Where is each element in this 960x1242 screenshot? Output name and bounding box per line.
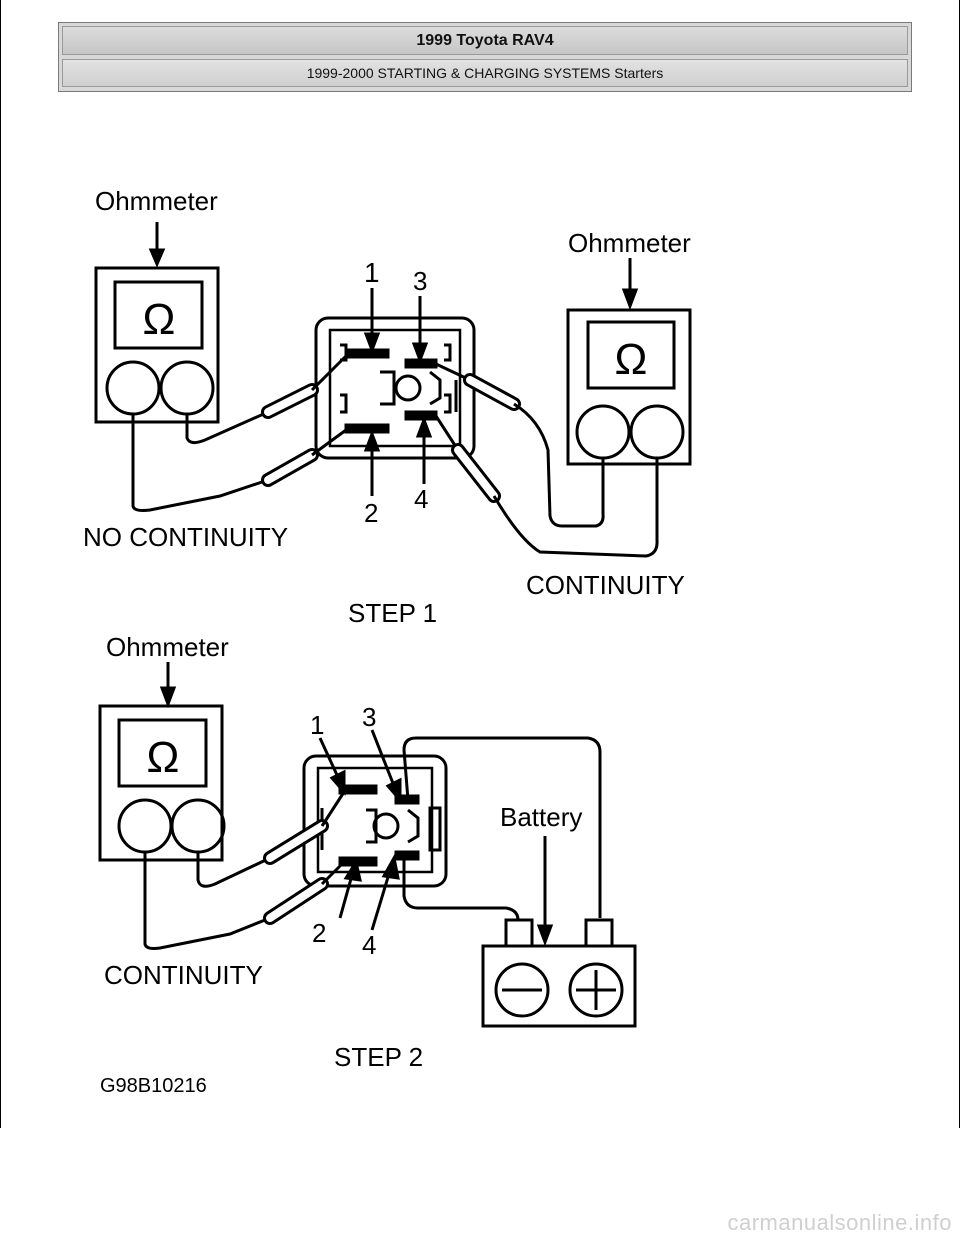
battery <box>481 918 637 1028</box>
step2-continuity-label: CONTINUITY <box>104 960 263 990</box>
relay-test-diagram: Ω Ω Ω Ohmmeter Ohmmeter 1 3 2 4 NO CONTI… <box>83 186 692 1097</box>
step1-right-ohmmeter-label: Ohmmeter <box>568 228 691 258</box>
figure-id: G98B10216 <box>100 1075 207 1097</box>
step2-battery-wiring <box>402 736 602 921</box>
step1-no-continuity-label: NO CONTINUITY <box>83 522 288 552</box>
document-header: 1999 Toyota RAV4 1999-2000 STARTING & CH… <box>58 22 912 92</box>
step1-terminal-1: 1 <box>364 257 380 288</box>
step2-terminal-1: 1 <box>310 710 324 740</box>
step1-left-ohm-symbol: Ω <box>143 295 176 344</box>
step2-terminal-3: 3 <box>362 702 376 732</box>
step1-terminal-2: 2 <box>364 498 378 528</box>
step1-continuity-label: CONTINUITY <box>526 570 685 600</box>
watermark-area: carmanualsonline.info <box>0 1128 960 1242</box>
step1-left-probes <box>131 354 348 512</box>
step1-left-ohmmeter-label: Ohmmeter <box>95 186 218 216</box>
step2-probes <box>143 791 346 950</box>
step2-ohm-symbol: Ω <box>147 733 180 782</box>
watermark-text: carmanualsonline.info <box>727 1210 952 1235</box>
step2-battery-label: Battery <box>500 802 582 832</box>
step1-right-ohmmeter <box>566 308 692 466</box>
document-subtitle: 1999-2000 STARTING & CHARGING SYSTEMS St… <box>62 59 908 87</box>
step1-terminal-3: 3 <box>413 266 427 296</box>
step2-caption: STEP 2 <box>334 1042 423 1072</box>
step2-ohmmeter <box>98 704 226 862</box>
step2-ohmmeter-label: Ohmmeter <box>106 632 229 662</box>
step1-terminal-4: 4 <box>414 484 428 514</box>
step1-right-ohm-symbol: Ω <box>615 335 648 384</box>
step1-caption: STEP 1 <box>348 598 437 628</box>
document-title: 1999 Toyota RAV4 <box>62 26 908 55</box>
step2-terminal-2: 2 <box>312 918 326 948</box>
step1-right-probes <box>434 362 659 558</box>
step1-left-ohmmeter <box>94 266 220 424</box>
step2-terminal-4: 4 <box>362 930 376 960</box>
